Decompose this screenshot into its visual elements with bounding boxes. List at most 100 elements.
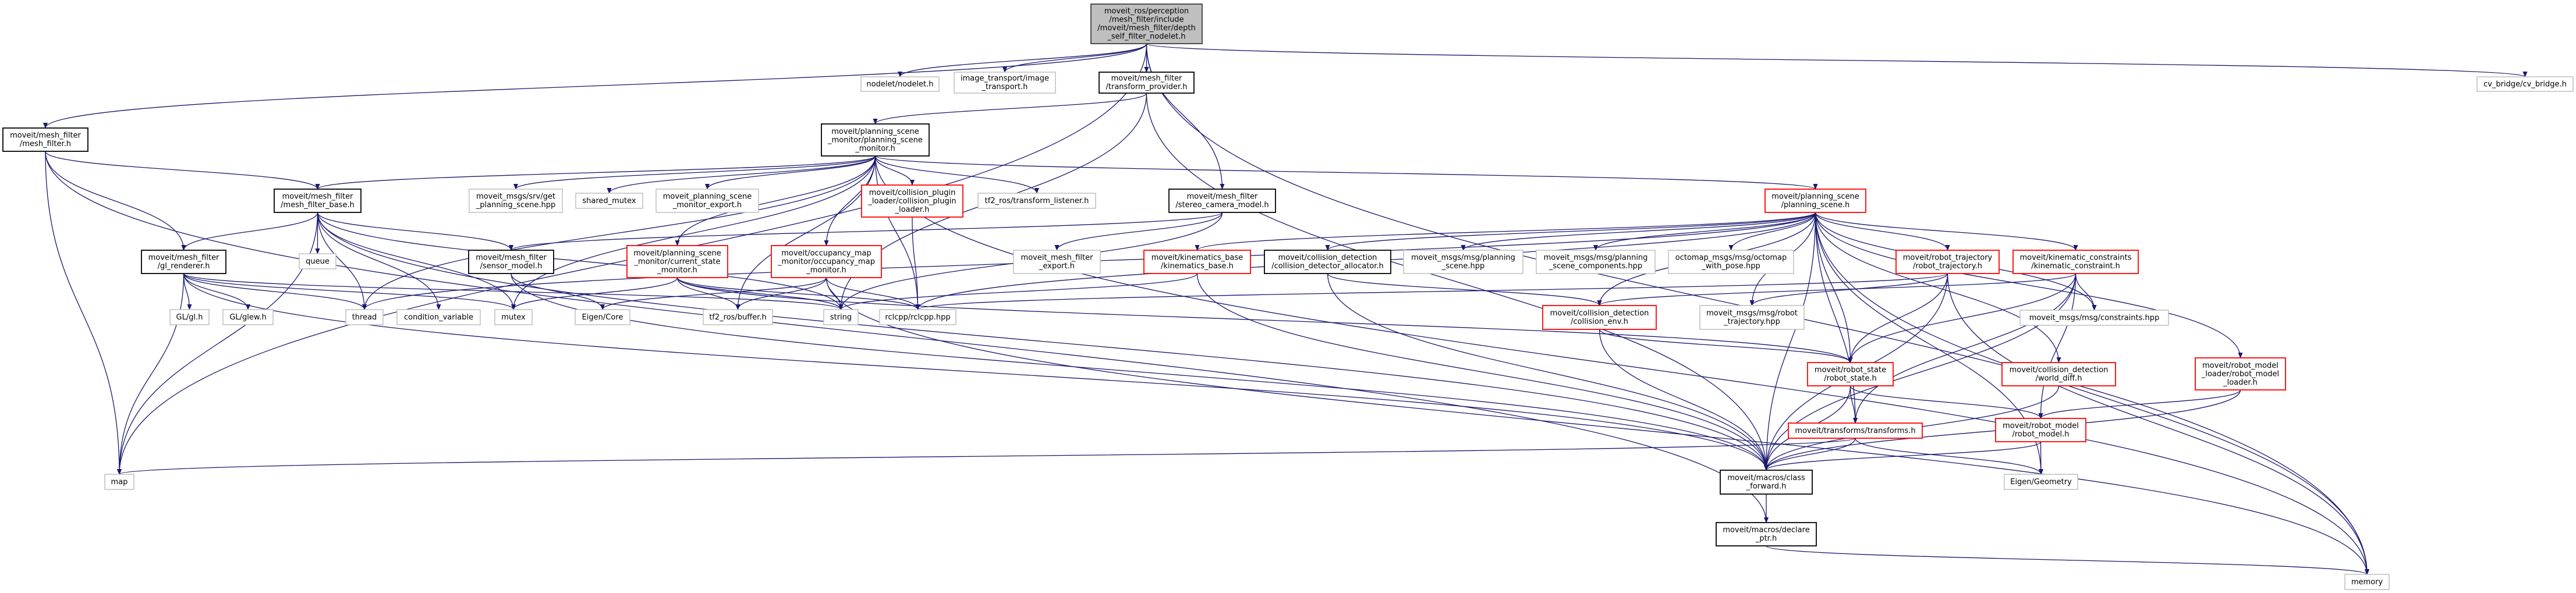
node-label-line: _loader.h <box>895 205 930 214</box>
node-label-line: moveit_planning_scene <box>663 193 752 201</box>
node-current_state_monitor[interactable]: moveit/planning_scene_monitor/current_st… <box>626 245 728 278</box>
edge-sensor_model-to-class_forward <box>511 273 1769 471</box>
node-rt_msg: moveit_msgs/msg/robot_trajectory.hpp <box>1699 305 1805 330</box>
node-gl_renderer[interactable]: moveit/mesh_filter/gl_renderer.h <box>141 250 226 274</box>
node-box <box>1168 189 1276 213</box>
node-box <box>2004 474 2078 490</box>
edge-mesh_filter_base-to-gl_renderer <box>181 212 318 251</box>
edge-robot_trajectory-to-memory <box>1947 273 2369 575</box>
node-map: map <box>104 474 134 490</box>
node-label-line: GL/gl.h <box>176 313 203 322</box>
node-box <box>2001 362 2116 386</box>
node-box <box>821 123 930 157</box>
edge-kinematic_constraint-to-robot_model <box>2038 273 2077 419</box>
node-box <box>494 309 533 325</box>
node-occupancy_map_monitor[interactable]: moveit/occupancy_map_monitor/occupancy_m… <box>771 245 882 278</box>
node-robot_trajectory[interactable]: moveit/robot_trajectory/robot_trajectory… <box>1895 250 2000 274</box>
edge-planning_scene-to-psc_msg <box>1593 212 1816 251</box>
node-label-line: moveit/robot_trajectory <box>1903 254 1993 262</box>
node-stereo_camera_model[interactable]: moveit/mesh_filter/stereo_camera_model.h <box>1168 189 1276 213</box>
node-mesh_filter[interactable]: moveit/mesh_filter/mesh_filter.h <box>2 127 88 152</box>
node-label-line: _monitor_export.h <box>672 201 742 209</box>
node-robot_model_loader[interactable]: moveit/robot_model_loader/robot_model_lo… <box>2195 357 2286 390</box>
edge-gl_renderer-to-mutex <box>183 273 516 310</box>
edge-planning_scene-to-collision_detector_allocator <box>1325 212 1816 251</box>
edge-robot_trajectory-to-rt_msg <box>1749 273 1948 306</box>
edge-stereo_camera_model-to-sensor_model <box>509 212 1223 251</box>
edge-transforms-to-eigen_geometry <box>1855 438 2043 475</box>
node-box <box>2019 310 2169 326</box>
node-constraints_msg: moveit_msgs/msg/constraints.hpp <box>2019 310 2169 326</box>
node-robot_state[interactable]: moveit/robot_state/robot_state.h <box>1807 362 1894 386</box>
node-label-line: moveit/occupancy_map <box>781 249 871 258</box>
node-thread: thread <box>345 309 384 325</box>
edge-planning_scene-to-kinematics_base <box>1195 212 1816 251</box>
node-box <box>1895 250 2000 274</box>
node-label-line: /planning_scene.h <box>1781 201 1850 209</box>
node-label-line: _monitor/planning_scene <box>827 136 923 144</box>
node-glew_h: GL/glew.h <box>222 309 274 325</box>
node-label-line: _trajectory.hpp <box>1723 318 1780 326</box>
node-transforms[interactable]: moveit/transforms/transforms.h <box>1788 422 1923 439</box>
node-box <box>1542 305 1657 330</box>
node-label-line: /world_diff.h <box>2036 374 2082 383</box>
edge-occupancy_map_monitor-to-eigen_core <box>600 277 827 310</box>
node-box <box>771 245 882 278</box>
node-label-line: moveit/planning_scene <box>831 127 919 136</box>
edge-robot_model-to-eigen_geometry <box>2038 441 2043 475</box>
node-box <box>1716 522 1817 546</box>
node-sensor_model[interactable]: moveit/mesh_filter/sensor_model.h <box>468 250 554 274</box>
edge-current_state_monitor-to-string <box>676 277 844 310</box>
node-collision_env[interactable]: moveit/collision_detection/collision_env… <box>1542 305 1657 330</box>
node-label-line: /kinematic_constraint.h <box>2031 262 2120 271</box>
edge-mesh_filter_base-to-mutex <box>317 212 516 310</box>
node-root[interactable]: moveit_ros/perception/mesh_filter/includ… <box>1090 3 1203 44</box>
node-eigen_core: Eigen/Core <box>575 309 630 325</box>
node-collision_detector_allocator[interactable]: moveit/collision_detection/collision_det… <box>1264 250 1391 274</box>
edge-psm-to-mutex <box>511 155 876 310</box>
node-box <box>575 193 643 209</box>
node-box <box>860 76 940 92</box>
node-label-line: moveit/collision_plugin <box>869 189 956 197</box>
node-label-line: /moveit/mesh_filter/depth <box>1097 24 1195 33</box>
node-transform_provider[interactable]: moveit/mesh_filter/transform_provider.h <box>1099 72 1195 94</box>
node-label-line: /gl_renderer.h <box>158 262 210 271</box>
node-kinematic_constraint[interactable]: moveit/kinematic_constraints/kinematic_c… <box>2012 250 2139 274</box>
node-label-line: moveit/planning_scene <box>1771 193 1859 201</box>
node-class_forward[interactable]: moveit/macros/class_forward.h <box>1720 470 1813 495</box>
node-label-line: _scene_components.hpp <box>1549 262 1642 271</box>
node-box <box>1099 72 1195 94</box>
edge-gl_renderer-to-thread <box>183 273 367 310</box>
node-label-line: /mesh_filter_base.h <box>281 201 355 209</box>
node-box <box>468 250 554 274</box>
node-box <box>823 309 859 325</box>
node-box <box>1403 250 1523 274</box>
node-box <box>1668 250 1794 274</box>
node-box <box>1264 250 1391 274</box>
node-declare_ptr[interactable]: moveit/macros/declare_ptr.h <box>1716 522 1817 546</box>
node-psm[interactable]: moveit/planning_scene_monitor/planning_s… <box>821 123 930 157</box>
node-box <box>1090 3 1203 44</box>
node-planning_scene[interactable]: moveit/planning_scene/planning_scene.h <box>1764 189 1866 213</box>
edge-mesh_filter-to-map <box>45 151 122 475</box>
node-world_diff[interactable]: moveit/collision_detection/world_diff.h <box>2001 362 2116 386</box>
node-label-line: moveit/macros/declare <box>1723 526 1809 535</box>
node-eigen_geometry: Eigen/Geometry <box>2004 474 2078 490</box>
node-memory: memory <box>2344 574 2390 590</box>
edge-robot_state-to-robot_model <box>1849 385 2043 419</box>
node-label-line: nodelet/nodelet.h <box>866 80 933 88</box>
node-robot_model[interactable]: moveit/robot_model/robot_model.h <box>1995 418 2086 442</box>
edge-robot_state-to-transforms <box>1849 385 1858 424</box>
node-box <box>299 253 336 269</box>
edge-occupancy_map_monitor-to-tf2_buffer <box>735 277 827 310</box>
node-box <box>469 189 563 213</box>
node-label-line: thread <box>352 313 377 322</box>
node-kinematics_base[interactable]: moveit/kinematics_base/kinematics_base.h <box>1143 250 1251 274</box>
node-label-line: moveit/collision_detection <box>1550 309 1649 318</box>
node-rclcpp: rclcpp/rclcpp.hpp <box>879 309 956 325</box>
edge-psm-to-memory <box>874 155 2369 575</box>
node-collision_plugin_loader[interactable]: moveit/collision_plugin_loader/collision… <box>861 184 963 218</box>
node-mesh_filter_base[interactable]: moveit/mesh_filter/mesh_filter_base.h <box>274 189 362 213</box>
node-label-line: moveit/robot_model <box>2003 422 2079 431</box>
edge-mesh_filter_base-to-thread <box>317 212 367 310</box>
